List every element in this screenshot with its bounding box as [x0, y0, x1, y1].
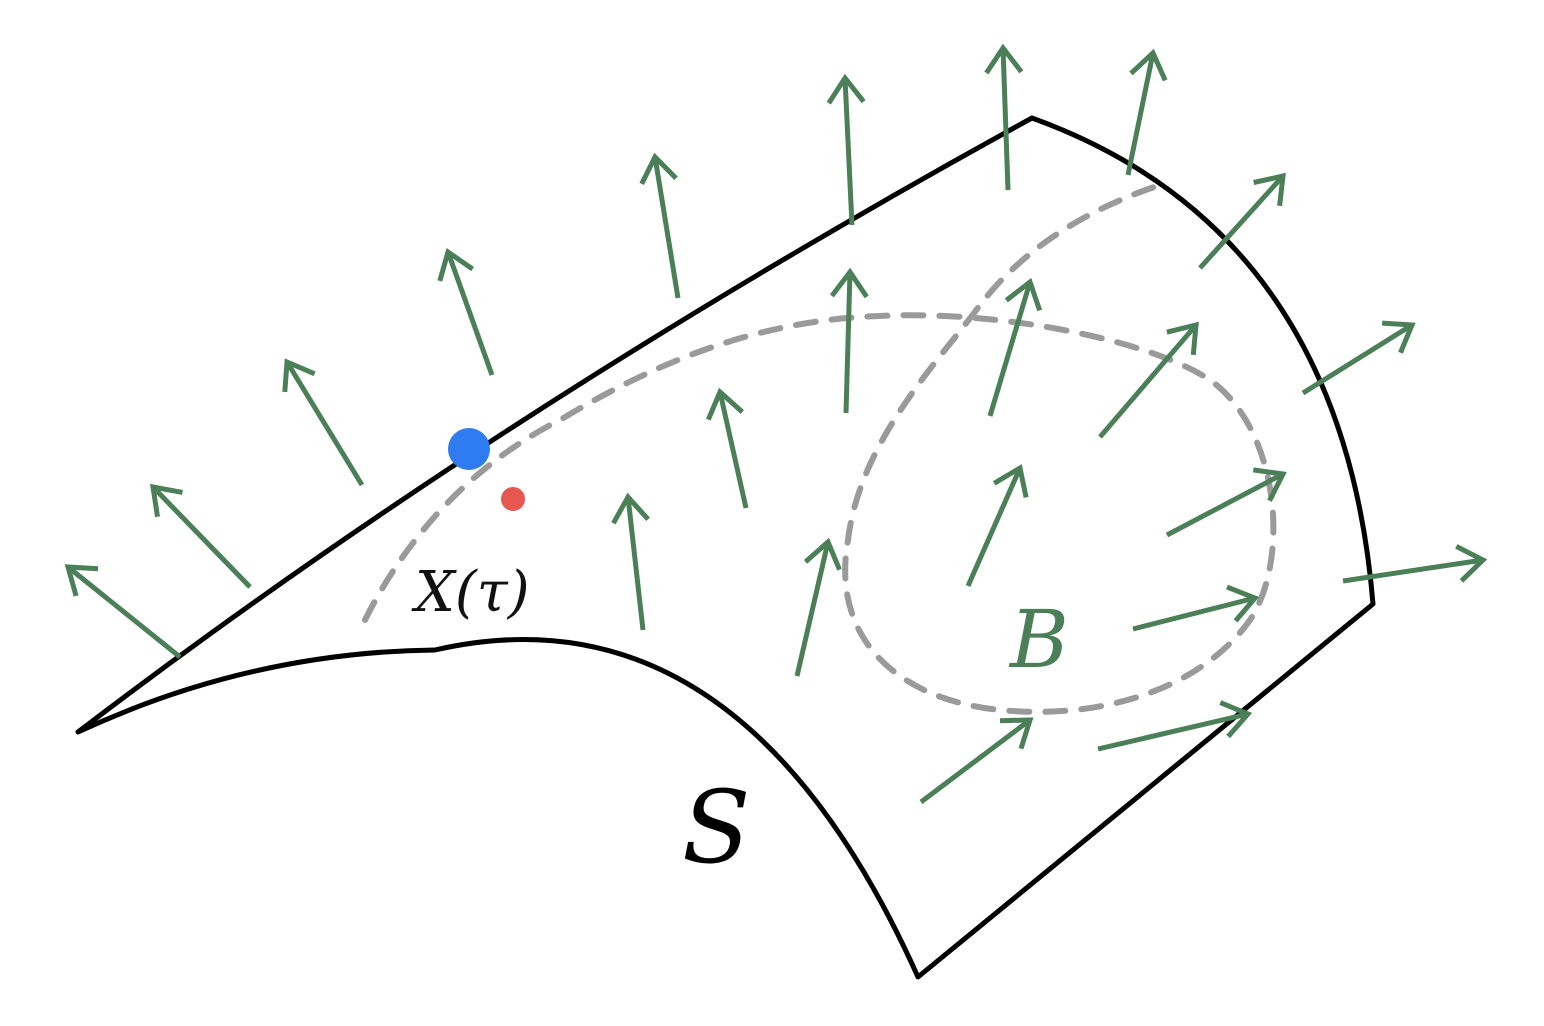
vector-arrow-head [999, 717, 1034, 750]
vector-arrow-head [282, 358, 316, 393]
vector-arrow [705, 387, 749, 509]
vector-arrow-shaft [445, 251, 495, 376]
vector-arrow-head [1252, 467, 1287, 502]
vector-arrow [639, 152, 681, 299]
point-large [448, 428, 490, 470]
region-label: B [1008, 593, 1069, 686]
vector-arrow [794, 537, 842, 677]
surface-label: S [682, 769, 751, 886]
vector-arrow-shaft [284, 360, 365, 487]
vector-arrow-shaft [843, 271, 853, 414]
vector-arrow [984, 43, 1024, 191]
vector-arrow-shaft [151, 485, 252, 589]
vector-arrow [1301, 320, 1416, 396]
vector-arrow-head [826, 73, 866, 105]
vector-arrow-head [992, 464, 1029, 498]
trajectory-path [362, 182, 1277, 715]
vector-arrow [1098, 321, 1199, 439]
trajectory-label: X(τ) [411, 560, 530, 625]
vector-arrow [826, 73, 866, 226]
vector-arrow-shaft [1198, 174, 1285, 270]
vector-arrow-shaft [1301, 322, 1414, 396]
vector-arrow-head [829, 267, 869, 299]
vector-arrow-shaft [66, 565, 182, 659]
vector-arrow-head [1381, 320, 1416, 354]
vector-arrow-shaft [1097, 711, 1249, 752]
vector-arrow [282, 358, 365, 487]
vector-arrow-head [803, 537, 842, 571]
vector-arrow-head [984, 43, 1024, 75]
vector-arrow [987, 277, 1043, 417]
vector-arrow-shaft [717, 391, 749, 509]
vector-arrow-head [150, 483, 183, 518]
surface-boundary [75, 115, 1376, 980]
vector-arrow-shaft [1165, 471, 1285, 538]
vector-arrow-head [705, 387, 744, 421]
vector-arrow-head [1004, 277, 1043, 312]
vector-arrow-shaft [1125, 52, 1156, 176]
vector-arrow-shaft [1000, 47, 1011, 191]
vector-arrow-shaft [1098, 323, 1198, 439]
vector-arrow-shaft [625, 496, 646, 631]
point-small [501, 487, 525, 511]
vector-arrow-head [64, 564, 99, 597]
vector-arrow [150, 483, 252, 589]
vector-arrow [1125, 48, 1168, 176]
vector-arrow-head [611, 492, 650, 525]
vector-field-arrows [64, 43, 1488, 804]
vector-arrow-shaft [965, 466, 1023, 588]
vector-arrow-head [1253, 172, 1286, 207]
vector-arrow-head [1219, 700, 1253, 739]
vector-arrow [437, 247, 495, 376]
vector-arrow [1165, 467, 1287, 538]
vector-arrow [1132, 584, 1260, 632]
vector-arrow [611, 492, 650, 631]
vector-arrow [1342, 544, 1488, 584]
vector-arrow-shaft [1132, 595, 1256, 632]
vector-arrow-shaft [1342, 557, 1484, 584]
vector-arrow-head [437, 247, 475, 282]
vector-arrow-head [639, 152, 678, 186]
vector-arrow [1097, 700, 1253, 752]
vector-arrow [64, 564, 182, 659]
vector-arrow-head [1129, 48, 1168, 82]
vector-arrow [1198, 172, 1286, 270]
vector-arrow-shaft [919, 718, 1032, 804]
vector-arrow [919, 717, 1034, 804]
vector-arrow-shaft [842, 77, 855, 226]
vector-arrow-head [1226, 584, 1260, 623]
vector-arrow [829, 267, 869, 414]
vector-arrow-shaft [987, 281, 1033, 417]
vector-arrow [965, 464, 1029, 588]
vector-arrow-shaft [794, 541, 831, 677]
vector-arrow-head [1166, 321, 1199, 356]
vector-arrow-head [1455, 544, 1488, 583]
vector-arrow-shaft [652, 156, 681, 299]
